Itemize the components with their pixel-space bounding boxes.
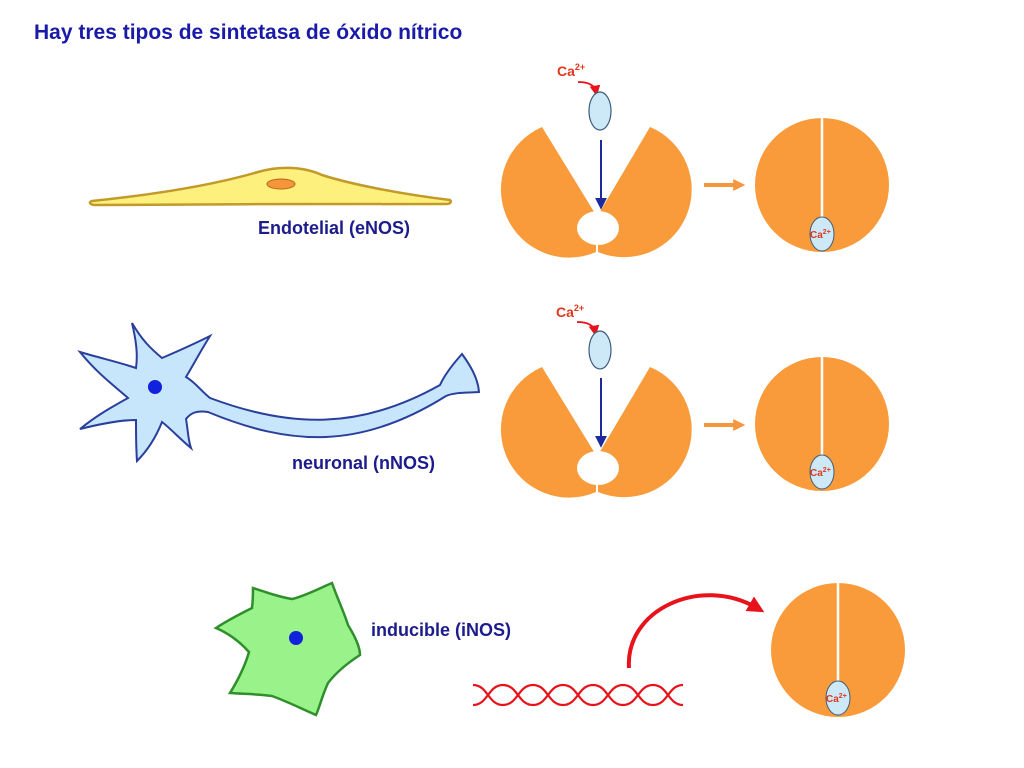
calmodulin-ellipse-2 xyxy=(588,330,612,370)
svg-text:Ca2+: Ca2+ xyxy=(557,62,585,79)
endothelial-nucleus xyxy=(266,178,296,190)
calcium-ion-free: Ca2+ xyxy=(557,62,585,79)
inos-label: inducible (iNOS) xyxy=(371,620,512,640)
enos-label: Endotelial (eNOS) xyxy=(258,218,411,238)
svg-text:Ca2+: Ca2+ xyxy=(826,693,847,705)
expression-arrow xyxy=(626,593,765,669)
nnos-label: neuronal (nNOS) xyxy=(292,453,435,473)
enzyme-inos: Ca2+ xyxy=(771,583,905,717)
neuron-nucleus xyxy=(148,380,162,394)
enzyme-open-state xyxy=(500,127,692,258)
calcium-ion-free-2: Ca2+ xyxy=(556,303,584,320)
inos-cell xyxy=(213,581,362,717)
enzyme-open-state-2 xyxy=(500,367,692,498)
svg-text:Ca2+: Ca2+ xyxy=(810,229,831,241)
calmodulin-ellipse xyxy=(588,91,612,131)
enzyme-closed-state-2: Ca2+ xyxy=(755,357,889,491)
svg-text:Ca2+: Ca2+ xyxy=(556,303,584,320)
ion-entry-arrow xyxy=(577,81,601,97)
ion-entry-arrow-2 xyxy=(576,321,600,337)
page-title: Hay tres tipos de sintetasa de óxido nít… xyxy=(34,21,463,44)
neuron-cell xyxy=(77,322,481,464)
svg-text:Ca2+: Ca2+ xyxy=(810,467,831,479)
inos-cell-nucleus xyxy=(289,631,303,645)
dna-helix xyxy=(472,683,684,707)
enzyme-closed-state: Ca2+ xyxy=(755,118,889,252)
